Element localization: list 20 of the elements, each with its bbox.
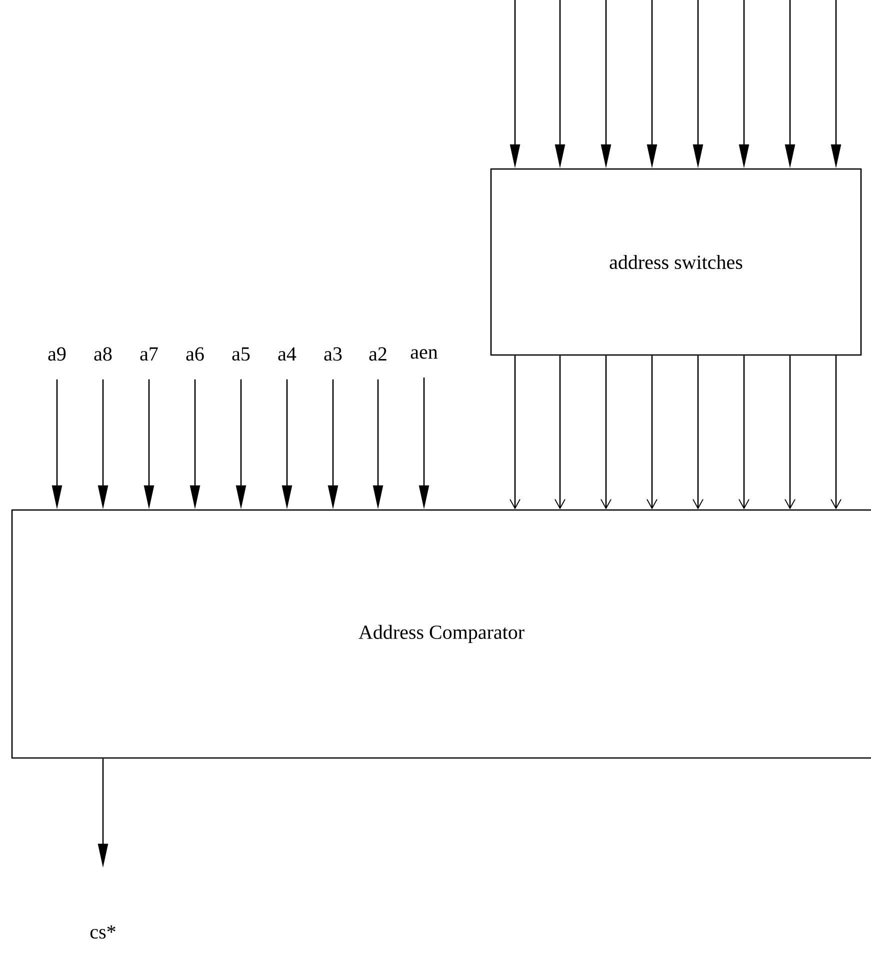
signal-label: a4 <box>278 347 296 361</box>
arrow <box>600 356 612 510</box>
comparator-box: Address Comparator <box>11 509 871 759</box>
arrow <box>830 356 842 510</box>
signal-label: a3 <box>324 347 342 361</box>
signal-label: a6 <box>186 347 204 361</box>
arrow <box>554 356 566 510</box>
switch-box: address switches <box>490 168 862 356</box>
arrow <box>692 356 704 510</box>
arrow <box>646 356 658 510</box>
signal-label: aen <box>410 349 438 359</box>
signal-label: cs* <box>90 925 116 939</box>
signal-label: a9 <box>48 347 66 361</box>
arrow <box>784 356 796 510</box>
arrow <box>738 356 750 510</box>
signal-label: a5 <box>232 347 250 361</box>
arrow <box>510 356 520 510</box>
signal-label: a7 <box>140 347 158 361</box>
signal-label: a2 <box>369 347 386 361</box>
signal-label: a8 <box>94 347 112 361</box>
